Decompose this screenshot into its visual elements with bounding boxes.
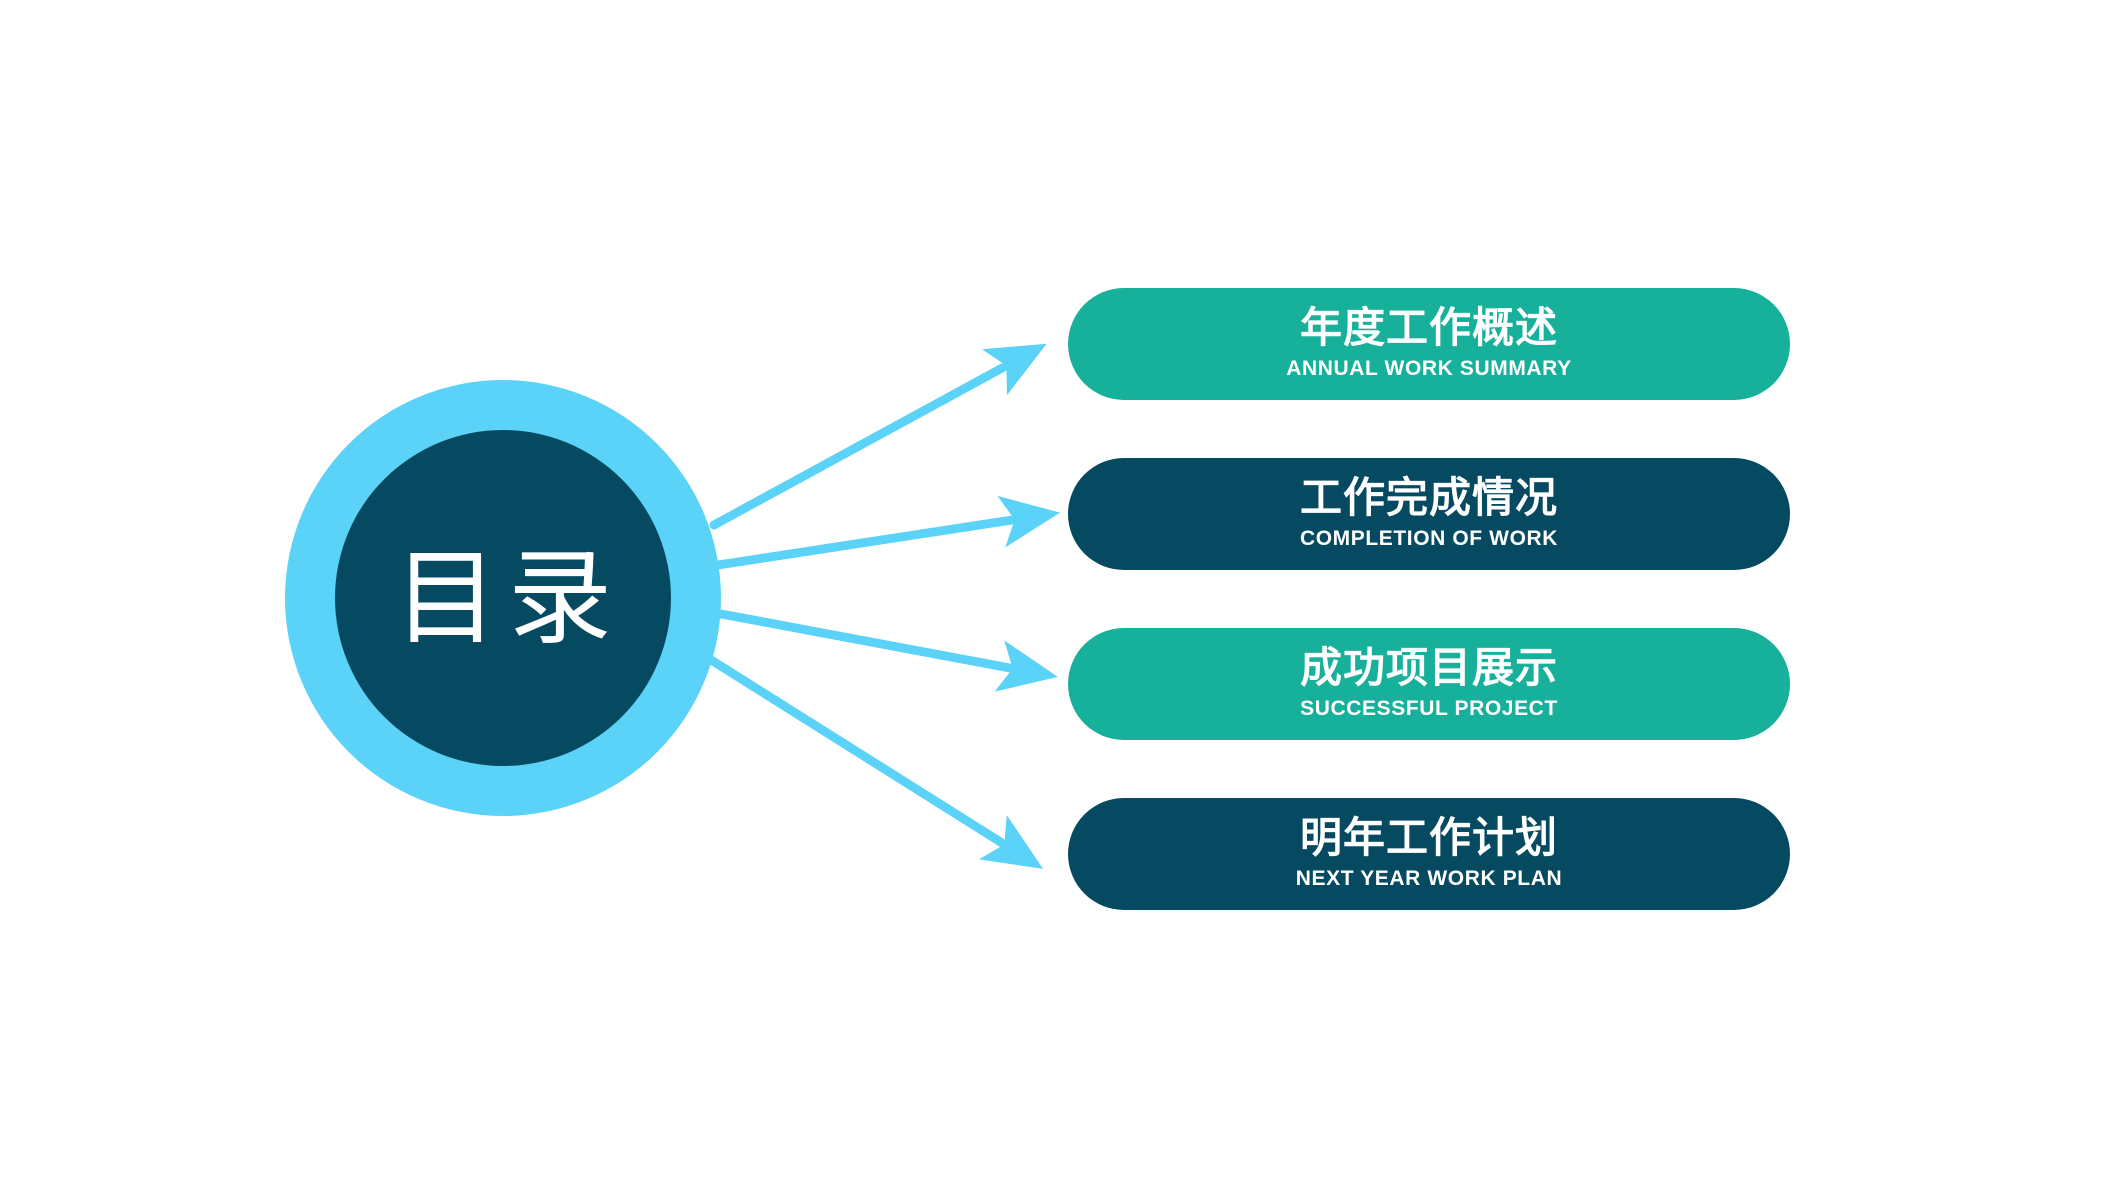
agenda-item-2[interactable]: 工作完成情况 COMPLETION OF WORK bbox=[1068, 458, 1790, 570]
agenda-item-3[interactable]: 成功项目展示 SUCCESSFUL PROJECT bbox=[1068, 628, 1790, 740]
agenda-item-3-subtitle: SUCCESSFUL PROJECT bbox=[1300, 697, 1558, 720]
agenda-item-1-title: 年度工作概述 bbox=[1299, 302, 1558, 352]
agenda-item-2-subtitle: COMPLETION OF WORK bbox=[1299, 527, 1559, 550]
contents-hub-circle: 目录 bbox=[285, 380, 721, 816]
contents-hub-label: 目录 bbox=[393, 537, 622, 659]
agenda-item-4-subtitle: NEXT YEAR WORK PLAN bbox=[1295, 867, 1563, 890]
connector-line-1 bbox=[709, 343, 1047, 530]
agenda-item-4-title: 明年工作计划 bbox=[1299, 812, 1558, 862]
contents-hub-inner-circle: 目录 bbox=[335, 430, 671, 766]
agenda-item-3-title: 成功项目展示 bbox=[1299, 642, 1558, 692]
agenda-item-1-subtitle: ANNUAL WORK SUMMARY bbox=[1286, 357, 1572, 380]
connector-line-2 bbox=[713, 495, 1061, 570]
agenda-item-4[interactable]: 明年工作计划 NEXT YEAR WORK PLAN bbox=[1068, 798, 1790, 910]
connector-line-4 bbox=[703, 653, 1044, 869]
connector-line-3 bbox=[711, 608, 1058, 692]
agenda-item-1[interactable]: 年度工作概述 ANNUAL WORK SUMMARY bbox=[1068, 288, 1790, 400]
agenda-item-2-title: 工作完成情况 bbox=[1299, 472, 1558, 522]
